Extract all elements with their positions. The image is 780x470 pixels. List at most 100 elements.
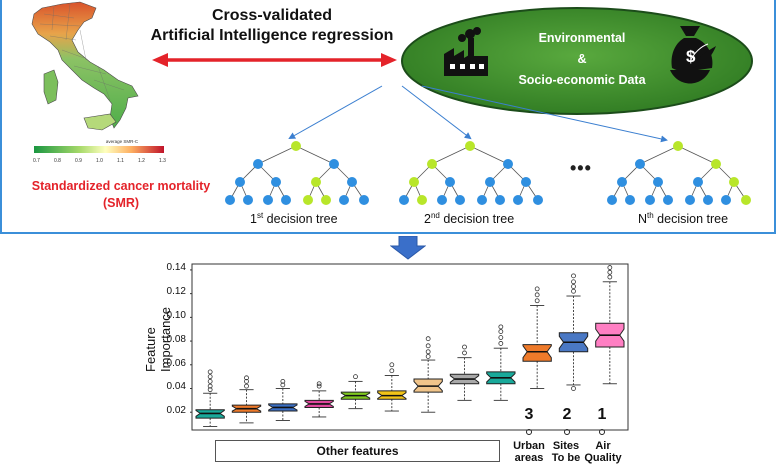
smr-label-line1: Standardized cancer mortality: [31, 179, 211, 193]
outlier-point: [462, 350, 467, 356]
rank-label-line: areas: [514, 452, 544, 464]
down-arrow-icon: [390, 236, 426, 260]
double-arrow-icon: [152, 53, 397, 67]
sicily: [83, 113, 117, 131]
tree-label-n-prefix: N: [638, 212, 648, 227]
outlier-point: [389, 368, 395, 374]
tree-label-1-suffix: decision tree: [263, 212, 338, 227]
outlier-point: [534, 292, 540, 298]
decision-tree-n: [607, 141, 751, 205]
decision-tree-2: [399, 141, 543, 205]
y-tick-label: 0.12: [166, 286, 186, 297]
other-features-label: Other features: [215, 440, 500, 462]
outlier-point: [498, 324, 504, 330]
rank-label-line: Quality: [584, 452, 622, 464]
data-line2: &: [577, 52, 587, 66]
colorbar-tick: 1.0: [96, 158, 103, 164]
page-title: Cross-validated Artificial Intelligence …: [122, 6, 422, 46]
tree-label-n: Nth decision tree: [638, 211, 728, 226]
outlier-point: [498, 335, 504, 340]
rank-number: 2: [562, 406, 572, 423]
tree-label-n-suffix: decision tree: [653, 212, 729, 227]
outlier-point: [244, 383, 249, 389]
colorbar-tick: 0.7: [33, 158, 40, 164]
tree-label-2-prefix: 2: [424, 212, 431, 227]
outlier-point: [207, 387, 213, 393]
smr-label-line2: (SMR): [102, 196, 140, 210]
rank-number: 1: [597, 406, 607, 423]
tree-label-2: 2nd decision tree: [424, 211, 514, 226]
outlier-point: [607, 265, 613, 270]
tree-label-2-suffix: decision tree: [439, 212, 515, 227]
decision-tree-1: [225, 141, 369, 205]
y-tick-label: 0.04: [166, 381, 186, 392]
top-panel: average SMR-C 0.7 0.8 0.9 1.0 1.1 1.2 1.…: [0, 0, 776, 234]
tree-label-1-sup: st: [256, 211, 264, 220]
sardinia: [43, 69, 59, 105]
factory-icon: [444, 27, 488, 76]
box: [522, 344, 552, 362]
outlier-point: [571, 284, 576, 289]
money-bag-icon: $: [670, 26, 716, 84]
colorbar-tick: 1.1: [117, 158, 124, 164]
outlier-point: [607, 274, 613, 280]
rank-label-line: Urban: [513, 440, 545, 452]
outlier-point: [280, 382, 286, 388]
tree-label-n-sup: th: [647, 211, 654, 220]
outlier-point: [498, 329, 504, 334]
outlier-point: [425, 343, 431, 349]
y-tick-label: 0.08: [166, 334, 186, 345]
smr-label: Standardized cancer mortality (SMR): [6, 178, 236, 212]
outlier-point: [425, 354, 431, 359]
italy-mainland: [31, 1, 139, 129]
rank-label-air: Air Quality: [582, 440, 624, 464]
outlier-point: [607, 269, 613, 275]
outlier-point: [462, 344, 467, 350]
colorbar-tick: 1.3: [159, 158, 166, 164]
rank-number: 3: [524, 406, 534, 423]
data-line1: Environmental: [538, 31, 626, 45]
y-tick-label: 0.10: [166, 310, 186, 321]
outlier-point: [534, 286, 540, 292]
colorbar-title: average SMR-C: [105, 139, 139, 144]
colorbar-tick: 0.8: [54, 158, 61, 164]
outlier-point: [425, 349, 431, 355]
outlier-point: [425, 336, 431, 342]
outlier-point: [571, 279, 576, 285]
title-line1: Cross-validated: [211, 7, 333, 24]
y-tick-label: 0.14: [166, 262, 186, 273]
y-tick-label: 0.06: [166, 358, 186, 369]
outlier-point: [316, 383, 322, 389]
svg-text:$: $: [686, 47, 696, 66]
colorbar-tick: 1.2: [138, 158, 145, 164]
outlier-point: [571, 288, 576, 294]
y-tick-label: 0.02: [166, 405, 186, 416]
outlier-point: [207, 369, 213, 375]
tree-ellipsis: •••: [570, 158, 592, 178]
colorbar-tick: 0.9: [75, 158, 82, 164]
data-ellipse: [401, 7, 753, 115]
outlier-point: [389, 362, 395, 368]
data-ellipse-text: Environmental & Socio-economic Data: [472, 28, 692, 91]
outlier-point: [207, 374, 213, 380]
rank-label-line: Air: [595, 440, 611, 452]
connector-arrows: [288, 85, 668, 143]
box-plot: [190, 263, 629, 431]
outlier-point: [207, 383, 213, 389]
rank-markers: [526, 429, 605, 435]
outlier-point: [534, 298, 540, 304]
rank-label-line: Sites: [552, 440, 580, 452]
italy-map: [31, 1, 139, 131]
tree-label-2-sup: nd: [430, 211, 440, 220]
rank-label-sites: Sites To be: [546, 440, 586, 464]
data-line3: Socio-economic Data: [518, 73, 646, 87]
outlier-point: [207, 378, 213, 384]
outlier-point: [280, 378, 286, 384]
outlier-point: [353, 374, 358, 380]
outlier-point: [244, 375, 249, 381]
outlier-point: [316, 381, 322, 387]
tree-label-1-prefix: 1: [250, 212, 257, 227]
colorbar: [34, 146, 164, 153]
outlier-point: [571, 273, 576, 279]
rank-label-urban: Urban areas: [509, 440, 549, 464]
